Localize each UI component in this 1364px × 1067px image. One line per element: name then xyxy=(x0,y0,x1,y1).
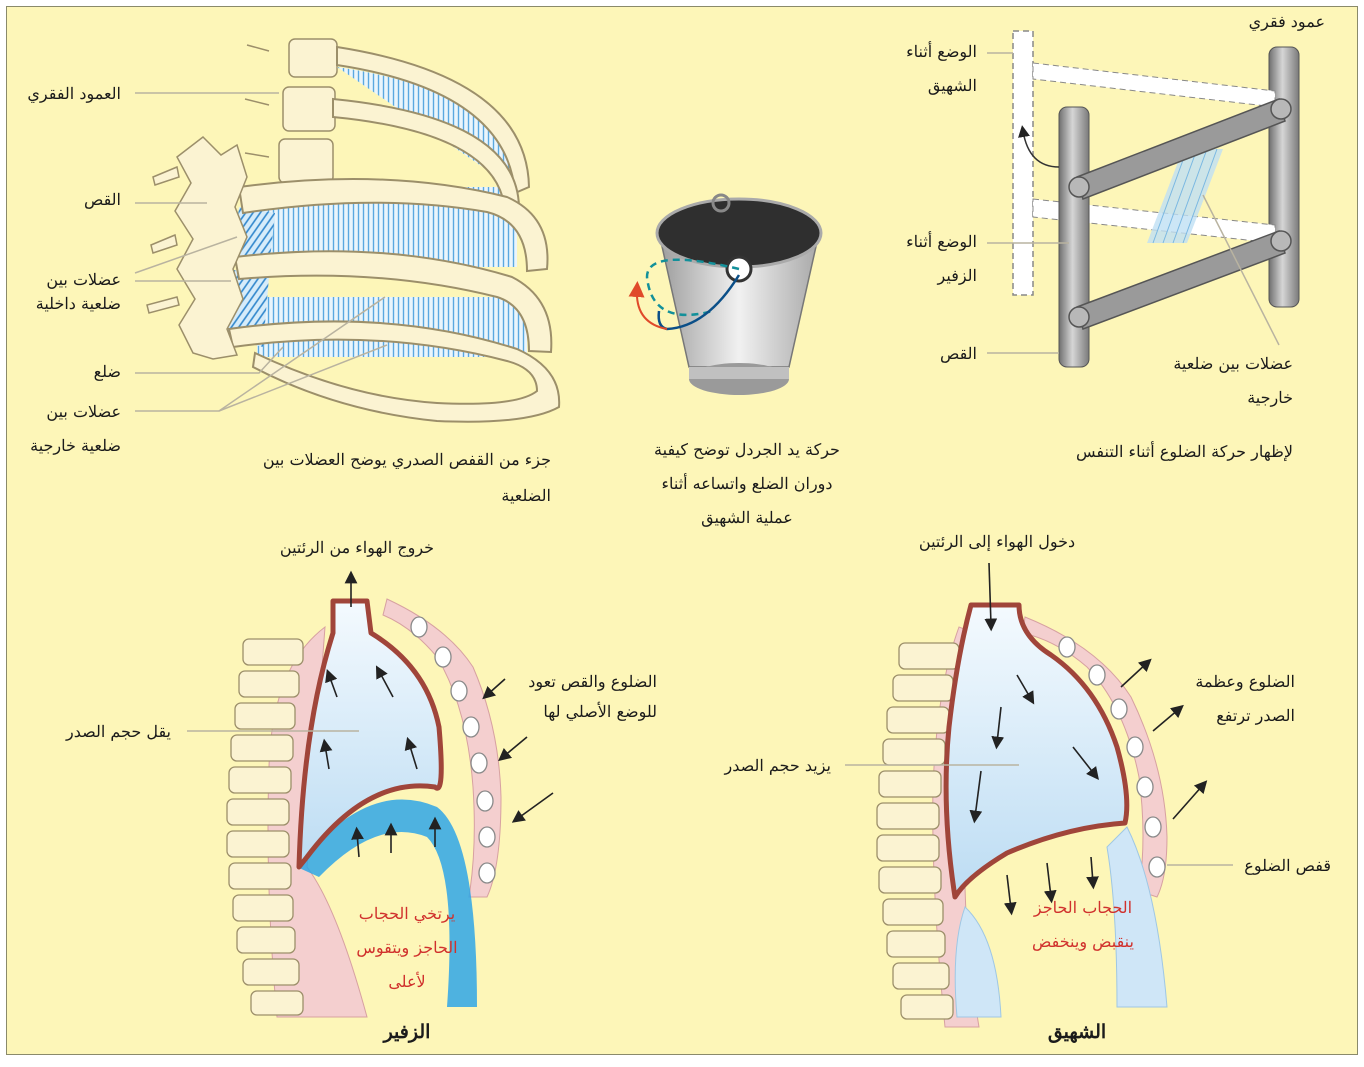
exhale-title: الزفير xyxy=(347,1017,467,1047)
rib-cage-caption-line2: الضلعية xyxy=(501,481,551,511)
rib-cage-caption-line1: جزء من القفص الصدري يوضح العضلات بين xyxy=(263,445,551,475)
rib-cage-section xyxy=(135,39,559,422)
bucket-caption-line2: دوران الضلع واتساعه أثناء xyxy=(627,469,867,499)
label-ribs-return-1: الضلوع والقص تعود xyxy=(528,667,657,697)
label-ribs-rise-1: الضلوع وعظمة xyxy=(1195,667,1295,697)
diagram-canvas: العمود الفقري القص عضلات بين ضلعية داخلي… xyxy=(6,6,1358,1055)
inhale-dashed-column xyxy=(1013,31,1033,295)
label-internal-intercostal-2: ضلعية داخلية xyxy=(36,289,121,319)
inhale-lung-cavity xyxy=(946,605,1127,897)
bucket-caption-line3: عملية الشهيق xyxy=(627,503,867,533)
label-vertebral-column: عمود فقري xyxy=(1249,7,1325,37)
label-diaphragm-relaxes-2: الحاجز ويتقوس xyxy=(337,933,477,963)
inhale-title: الشهيق xyxy=(1017,1017,1137,1047)
label-diaphragm-relaxes-1: يرتخي الحجاب xyxy=(337,899,477,929)
spine-vertebrae xyxy=(245,39,337,183)
label-spine: العمود الفقري xyxy=(27,79,121,109)
label-diaphragm-relaxes-3: لأعلى xyxy=(337,967,477,997)
label-external-intercostal-1: عضلات بين xyxy=(46,397,121,427)
label-diaphragm-contracts-2: ينقبض وينخفض xyxy=(1003,927,1163,957)
label-external-intercostal-2: ضلعية خارجية xyxy=(30,431,121,461)
label-sternum: القص xyxy=(84,185,121,215)
inhale-torso xyxy=(845,563,1233,1027)
label-exhale-position-2: الزفير xyxy=(938,261,977,291)
label-external-intercostal-model-1: عضلات بين ضلعية xyxy=(1173,349,1293,379)
label-volume-increases: يزيد حجم الصدر xyxy=(725,751,832,781)
label-volume-decreases: يقل حجم الصدر xyxy=(66,717,171,747)
label-ribs-return-2: للوضع الأصلي لها xyxy=(543,697,657,727)
label-rib: ضلع xyxy=(94,357,121,387)
vertebral-column-bar xyxy=(1269,47,1299,307)
model-caption: لإظهار حركة الضلوع أثناء التنفس xyxy=(1076,437,1293,467)
label-external-intercostal-model-2: خارجية xyxy=(1247,383,1293,413)
label-inhale-position-1: الوضع أثناء xyxy=(906,37,977,67)
bucket-illustration xyxy=(637,195,821,395)
label-rib-cage: قفص الضلوع xyxy=(1244,851,1331,881)
rib-movement-model xyxy=(987,31,1299,367)
label-sternum-model: القص xyxy=(940,339,977,369)
inhale-lower-diaphragm xyxy=(955,907,1001,1017)
bucket-caption-line1: حركة يد الجردل توضح كيفية xyxy=(627,435,867,465)
label-diaphragm-contracts-1: الحجاب الحاجز xyxy=(1003,893,1163,923)
label-air-out: خروج الهواء من الرئتين xyxy=(257,533,457,563)
inhale-rib-1 xyxy=(1033,63,1275,107)
label-ribs-rise-2: الصدر ترتفع xyxy=(1216,701,1295,731)
label-exhale-position-1: الوضع أثناء xyxy=(906,227,977,257)
label-air-in: دخول الهواء إلى الرئتين xyxy=(887,527,1107,557)
label-inhale-position-2: الشهيق xyxy=(928,71,977,101)
rib-stubs xyxy=(147,167,179,313)
